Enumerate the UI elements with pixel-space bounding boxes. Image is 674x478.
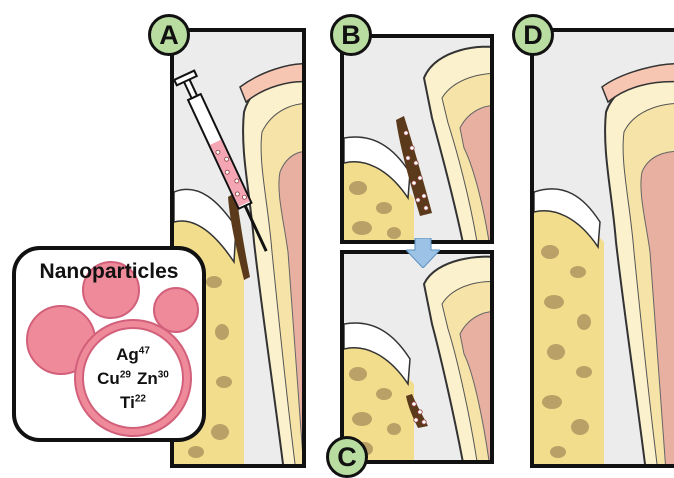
panel-b [340, 34, 494, 244]
panel-b-illustration [344, 38, 494, 244]
down-arrow-icon [406, 238, 440, 268]
panel-b-label: B [330, 14, 372, 56]
nanoparticles-box: Nanoparticles Ag47 Cu29 Zn30 Ti22 [12, 246, 206, 442]
nanoparticles-title: Nanoparticles [16, 260, 202, 284]
panel-c [340, 250, 494, 464]
element-cu: Cu29 [97, 369, 131, 389]
element-ag: Ag47 [116, 345, 150, 365]
panel-a-label: A [148, 14, 190, 56]
panel-c-illustration [344, 254, 494, 464]
panel-d-illustration [534, 32, 674, 468]
element-zn: Zn30 [137, 369, 169, 389]
panel-d [530, 28, 674, 468]
element-list: Ag47 Cu29 Zn30 Ti22 [80, 328, 186, 430]
panel-d-label: D [512, 14, 554, 56]
panel-c-label: C [326, 436, 368, 478]
element-ti: Ti22 [120, 393, 146, 413]
